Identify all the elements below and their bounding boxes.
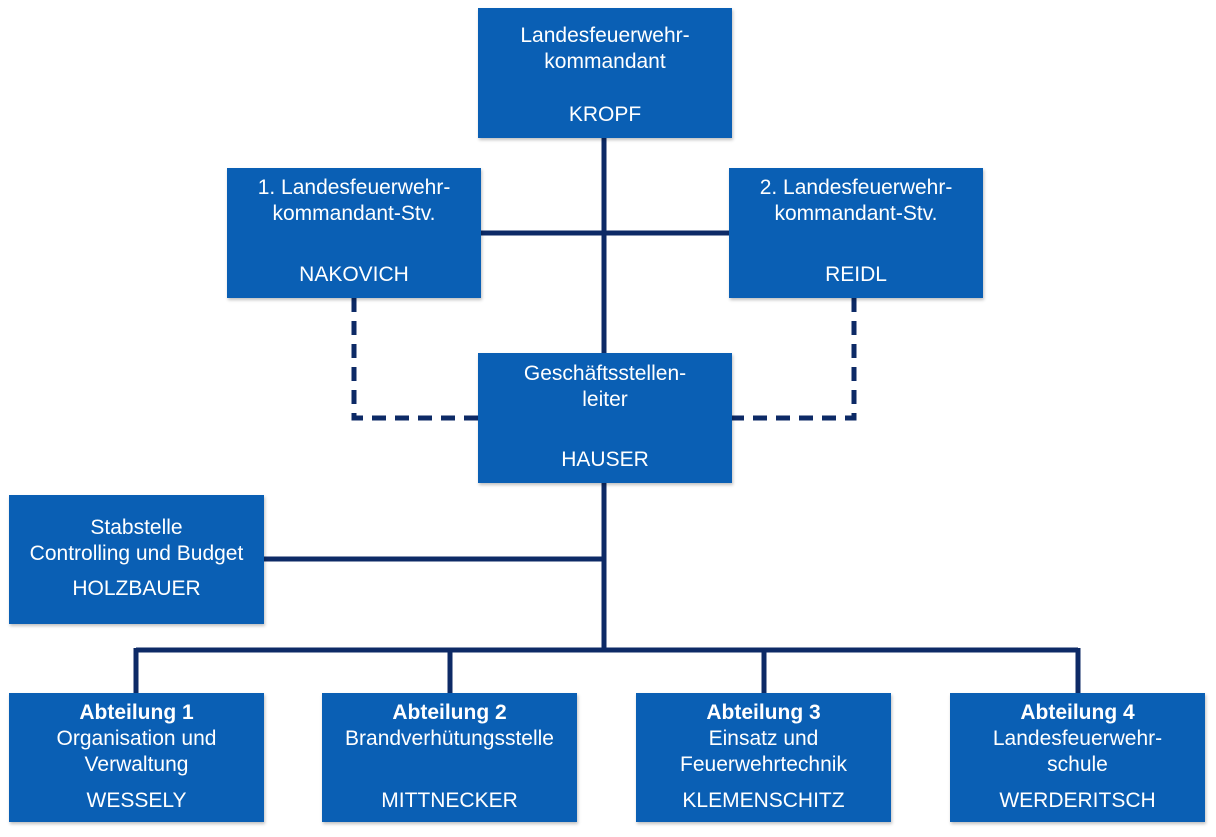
node-abteilung-4: Abteilung 4 Landesfeuerwehr- schule WERD… [950,693,1205,822]
dashed-line-nakovich-hauser [351,298,478,421]
node-holzbauer: Stabstelle Controlling und Budget HOLZBA… [9,495,264,624]
node-reidl: 2. Landesfeuerwehr- kommandant-Stv. REID… [729,168,983,298]
node-title: schule [1047,753,1108,776]
node-title: kommandant-Stv. [774,202,938,225]
node-heading: Abteilung 1 [79,701,194,724]
node-title: Controlling und Budget [29,542,244,565]
node-person-name: REIDL [825,263,887,286]
node-abteilung-1: Abteilung 1 Organisation und Verwaltung … [9,693,264,822]
node-heading: Abteilung 3 [706,701,821,724]
node-nakovich: 1. Landesfeuerwehr- kommandant-Stv. NAKO… [227,168,481,298]
node-title: 1. Landesfeuerwehr- [257,176,451,199]
node-hauser: Geschäftsstellen- leiter HAUSER [478,353,732,483]
node-person-name: KLEMENSCHITZ [682,789,845,812]
node-person-name: HOLZBAUER [72,577,201,600]
node-kropf: Landesfeuerwehr- kommandant KROPF [478,8,732,138]
node-title: Feuerwehrtechnik [680,753,847,776]
node-title: kommandant-Stv. [272,202,436,225]
node-title: Verwaltung [84,753,189,776]
node-person-name: KROPF [568,103,642,126]
node-title: leiter [582,388,628,411]
node-abteilung-3: Abteilung 3 Einsatz und Feuerwehrtechnik… [636,693,891,822]
node-abteilung-2: Abteilung 2 Brandverhütungsstelle MITTNE… [322,693,577,822]
node-title: Geschäftsstellen- [523,362,687,385]
node-title: Einsatz und [708,727,819,750]
node-title: Landesfeuerwehr- [992,727,1163,750]
node-title: kommandant [544,50,666,73]
node-title: Organisation und [56,727,217,750]
node-title: Brandverhütungsstelle [345,727,554,750]
node-person-name: NAKOVICH [299,263,409,286]
node-title: Landesfeuerwehr- [520,24,690,47]
node-person-name: HAUSER [561,448,649,471]
node-person-name: WERDERITSCH [999,789,1156,812]
node-heading: Abteilung 4 [1020,701,1135,724]
dashed-line-reidl-hauser [732,298,857,421]
node-person-name: WESSELY [86,789,187,812]
node-title: Stabstelle [90,516,183,539]
node-heading: Abteilung 2 [392,701,507,724]
node-title: 2. Landesfeuerwehr- [759,176,953,199]
node-person-name: MITTNECKER [381,789,518,812]
